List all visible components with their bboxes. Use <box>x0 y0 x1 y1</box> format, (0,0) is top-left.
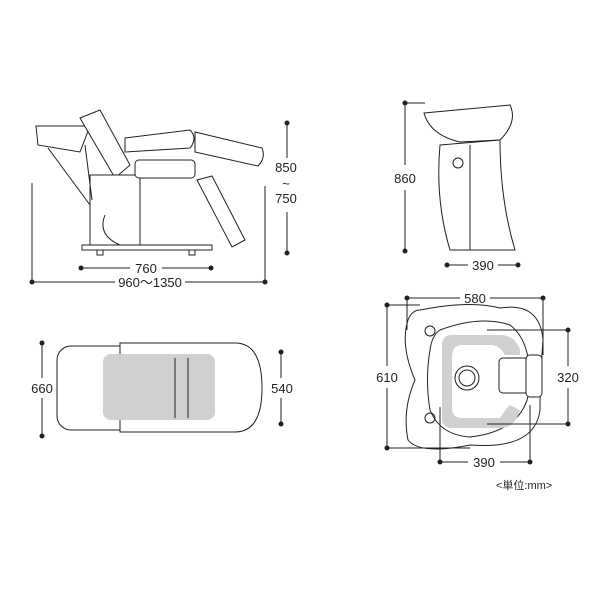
label-860: 860 <box>394 171 416 186</box>
label-tilde: ~ <box>282 176 290 191</box>
dim-base-760: 760 <box>78 261 214 276</box>
dim-height-860: 860 <box>394 100 425 254</box>
label-750: 750 <box>275 191 297 206</box>
dim-length-960-1350: 960〜1350 <box>29 183 268 290</box>
label-540: 540 <box>271 381 293 396</box>
label-580: 580 <box>464 291 486 306</box>
dim-depth-610: 610 <box>376 302 470 451</box>
dim-width-540: 540 <box>271 349 293 427</box>
dim-width-580: 580 <box>404 291 546 355</box>
label-390-top: 390 <box>473 455 495 470</box>
bowl-shading <box>442 335 520 428</box>
label-850: 850 <box>275 160 297 175</box>
label-760: 760 <box>135 261 157 276</box>
bowl-top-view <box>404 303 544 450</box>
dim-height-850-750: 850 ~ 750 <box>275 120 297 256</box>
dim-inner-320: 320 <box>487 327 579 427</box>
seat-shading <box>103 354 215 420</box>
chair-top-view <box>56 342 263 433</box>
label-960-1350: 960〜1350 <box>118 275 182 290</box>
chair-side-view <box>35 109 264 256</box>
label-320: 320 <box>557 370 579 385</box>
dim-base-390: 390 <box>437 405 533 470</box>
unit-label: <単位:mm> <box>496 478 552 492</box>
bowl-side-view <box>423 104 516 251</box>
dim-width-390-side: 390 <box>444 258 521 273</box>
label-610: 610 <box>376 370 398 385</box>
label-390-side: 390 <box>472 258 494 273</box>
dim-length-660: 660 <box>31 340 53 439</box>
label-660: 660 <box>31 381 53 396</box>
